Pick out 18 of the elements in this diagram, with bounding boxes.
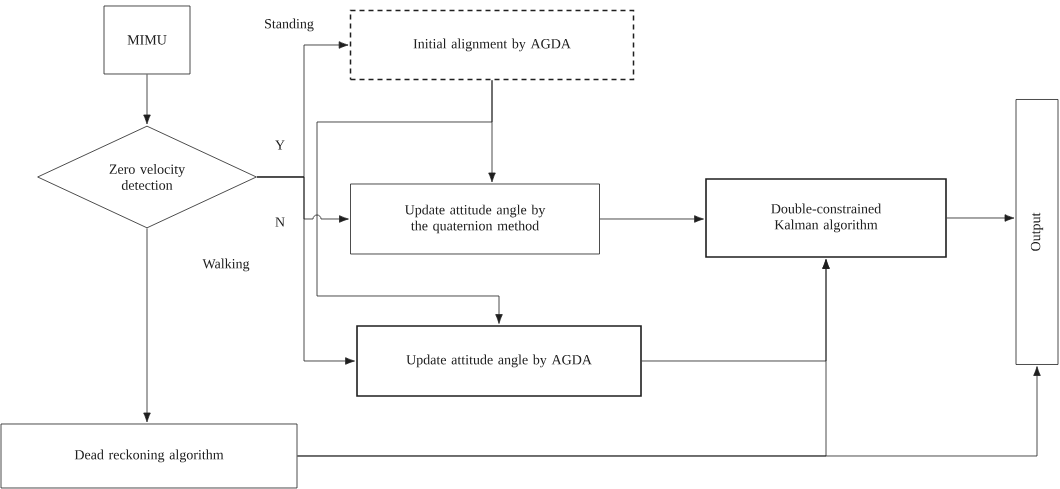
process-box: Update attitude angle by AGDA xyxy=(356,325,642,397)
process-box: Update attitude angle by the quaternion method xyxy=(350,183,600,255)
output-box: Output xyxy=(1015,99,1059,365)
arrow xyxy=(143,228,151,423)
process-box: Double-constrained Kalman algorithm xyxy=(705,178,947,258)
process-box: Initial alignment by AGDA xyxy=(349,9,635,81)
arrow xyxy=(946,214,1015,222)
arrow xyxy=(599,215,704,223)
arrow xyxy=(256,176,355,365)
branch-label: Walking xyxy=(202,258,250,272)
branch-label: N xyxy=(275,217,285,227)
branch-label: Y xyxy=(275,140,285,150)
arrow xyxy=(316,79,503,324)
arrow xyxy=(297,366,1041,457)
arrow xyxy=(143,74,151,125)
process-box: Dead reckoning algorithm xyxy=(0,423,298,489)
process-box: MIMU xyxy=(103,5,191,75)
branch-label: Standing xyxy=(265,18,314,32)
